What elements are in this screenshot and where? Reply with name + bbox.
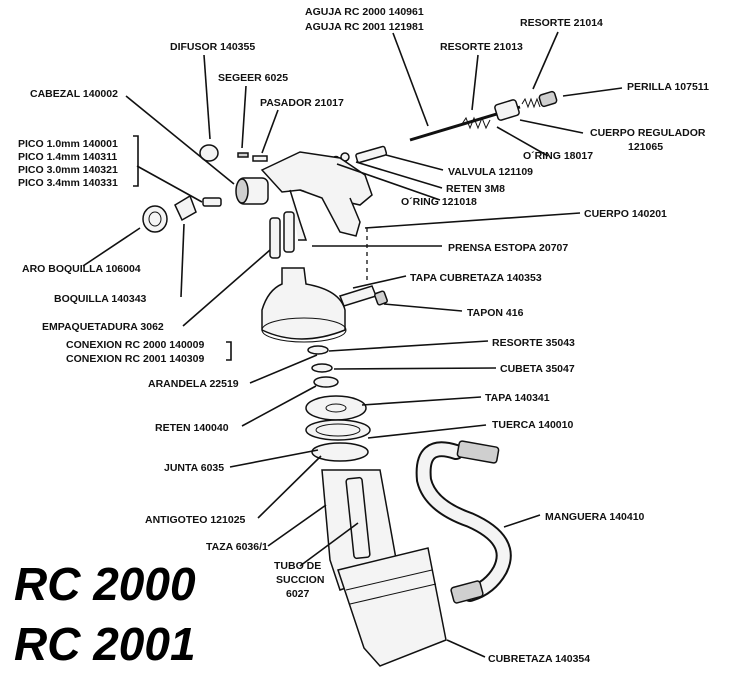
label-aguja-rc2000: AGUJA RC 2000 140961 [305, 6, 424, 18]
label-difusor: DIFUSOR 140355 [170, 41, 255, 53]
label-pico-3-0: PICO 3.0mm 140321 [18, 164, 118, 176]
label-tapa-140341: TAPA 140341 [485, 392, 550, 404]
label-manguera: MANGUERA 140410 [545, 511, 645, 523]
label-cuerpo-140201: CUERPO 140201 [584, 208, 667, 220]
label-tapa-cubretaza: TAPA CUBRETAZA 140353 [410, 272, 542, 284]
label-cabezal: CABEZAL 140002 [30, 88, 118, 100]
label-valvula: VALVULA 121109 [448, 166, 533, 178]
label-pico-3-4: PICO 3.4mm 140331 [18, 177, 118, 189]
label-aguja-rc2001: AGUJA RC 2001 121981 [305, 21, 424, 33]
label-tubo-line2: SUCCION [276, 574, 324, 586]
label-cuerpo-regulador-code: 121065 [628, 141, 663, 153]
label-aro-boquilla: ARO BOQUILLA 106004 [22, 263, 141, 275]
label-oring-121018: O´RING 121018 [401, 196, 477, 208]
cup-assembly-illustration [261, 267, 512, 667]
label-tubo-line1: TUBO DE [274, 560, 321, 572]
label-tubo-line3: 6027 [286, 588, 310, 600]
label-empaquetadura: EMPAQUETADURA 3062 [42, 321, 164, 333]
label-pico-1-0: PICO 1.0mm 140001 [18, 138, 118, 150]
label-cuerpo-regulador: CUERPO REGULADOR [590, 127, 706, 139]
spray-gun-illustration [142, 90, 558, 259]
label-boquilla: BOQUILLA 140343 [54, 293, 147, 305]
label-reten-3m8: RETEN 3M8 [446, 183, 505, 195]
leader-lines [82, 31, 623, 658]
label-pico-1-4: PICO 1.4mm 140311 [18, 151, 117, 163]
label-taza: TAZA 6036/1 [206, 541, 268, 553]
label-resorte-35043: RESORTE 35043 [492, 337, 575, 349]
label-conexion-rc2001: CONEXION RC 2001 140309 [66, 353, 204, 365]
label-segeer: SEGEER 6025 [218, 72, 288, 84]
label-cubeta: CUBETA 35047 [500, 363, 575, 375]
label-conexion-rc2000: CONEXION RC 2000 140009 [66, 339, 204, 351]
label-pasador: PASADOR 21017 [260, 97, 344, 109]
label-arandela: ARANDELA 22519 [148, 378, 239, 390]
label-cubretaza: CUBRETAZA 140354 [488, 653, 590, 665]
label-junta: JUNTA 6035 [164, 462, 224, 474]
label-antigoteo: ANTIGOTEO 121025 [145, 514, 246, 526]
label-perilla: PERILLA 107511 [627, 81, 709, 93]
label-resorte-21013: RESORTE 21013 [440, 41, 523, 53]
model-title-rc2001: RC 2001 [14, 618, 196, 670]
label-resorte-21014: RESORTE 21014 [520, 17, 603, 29]
label-reten-140040: RETEN 140040 [155, 422, 229, 434]
label-prensa-estopa: PRENSA ESTOPA 20707 [448, 242, 568, 254]
label-tuerca: TUERCA 140010 [492, 419, 573, 431]
model-title-rc2000: RC 2000 [14, 558, 196, 610]
label-oring-18017: O´RING 18017 [523, 150, 593, 162]
part-labels: AGUJA RC 2000 140961 AGUJA RC 2001 12198… [18, 6, 709, 665]
label-tapon: TAPON 416 [467, 307, 524, 319]
